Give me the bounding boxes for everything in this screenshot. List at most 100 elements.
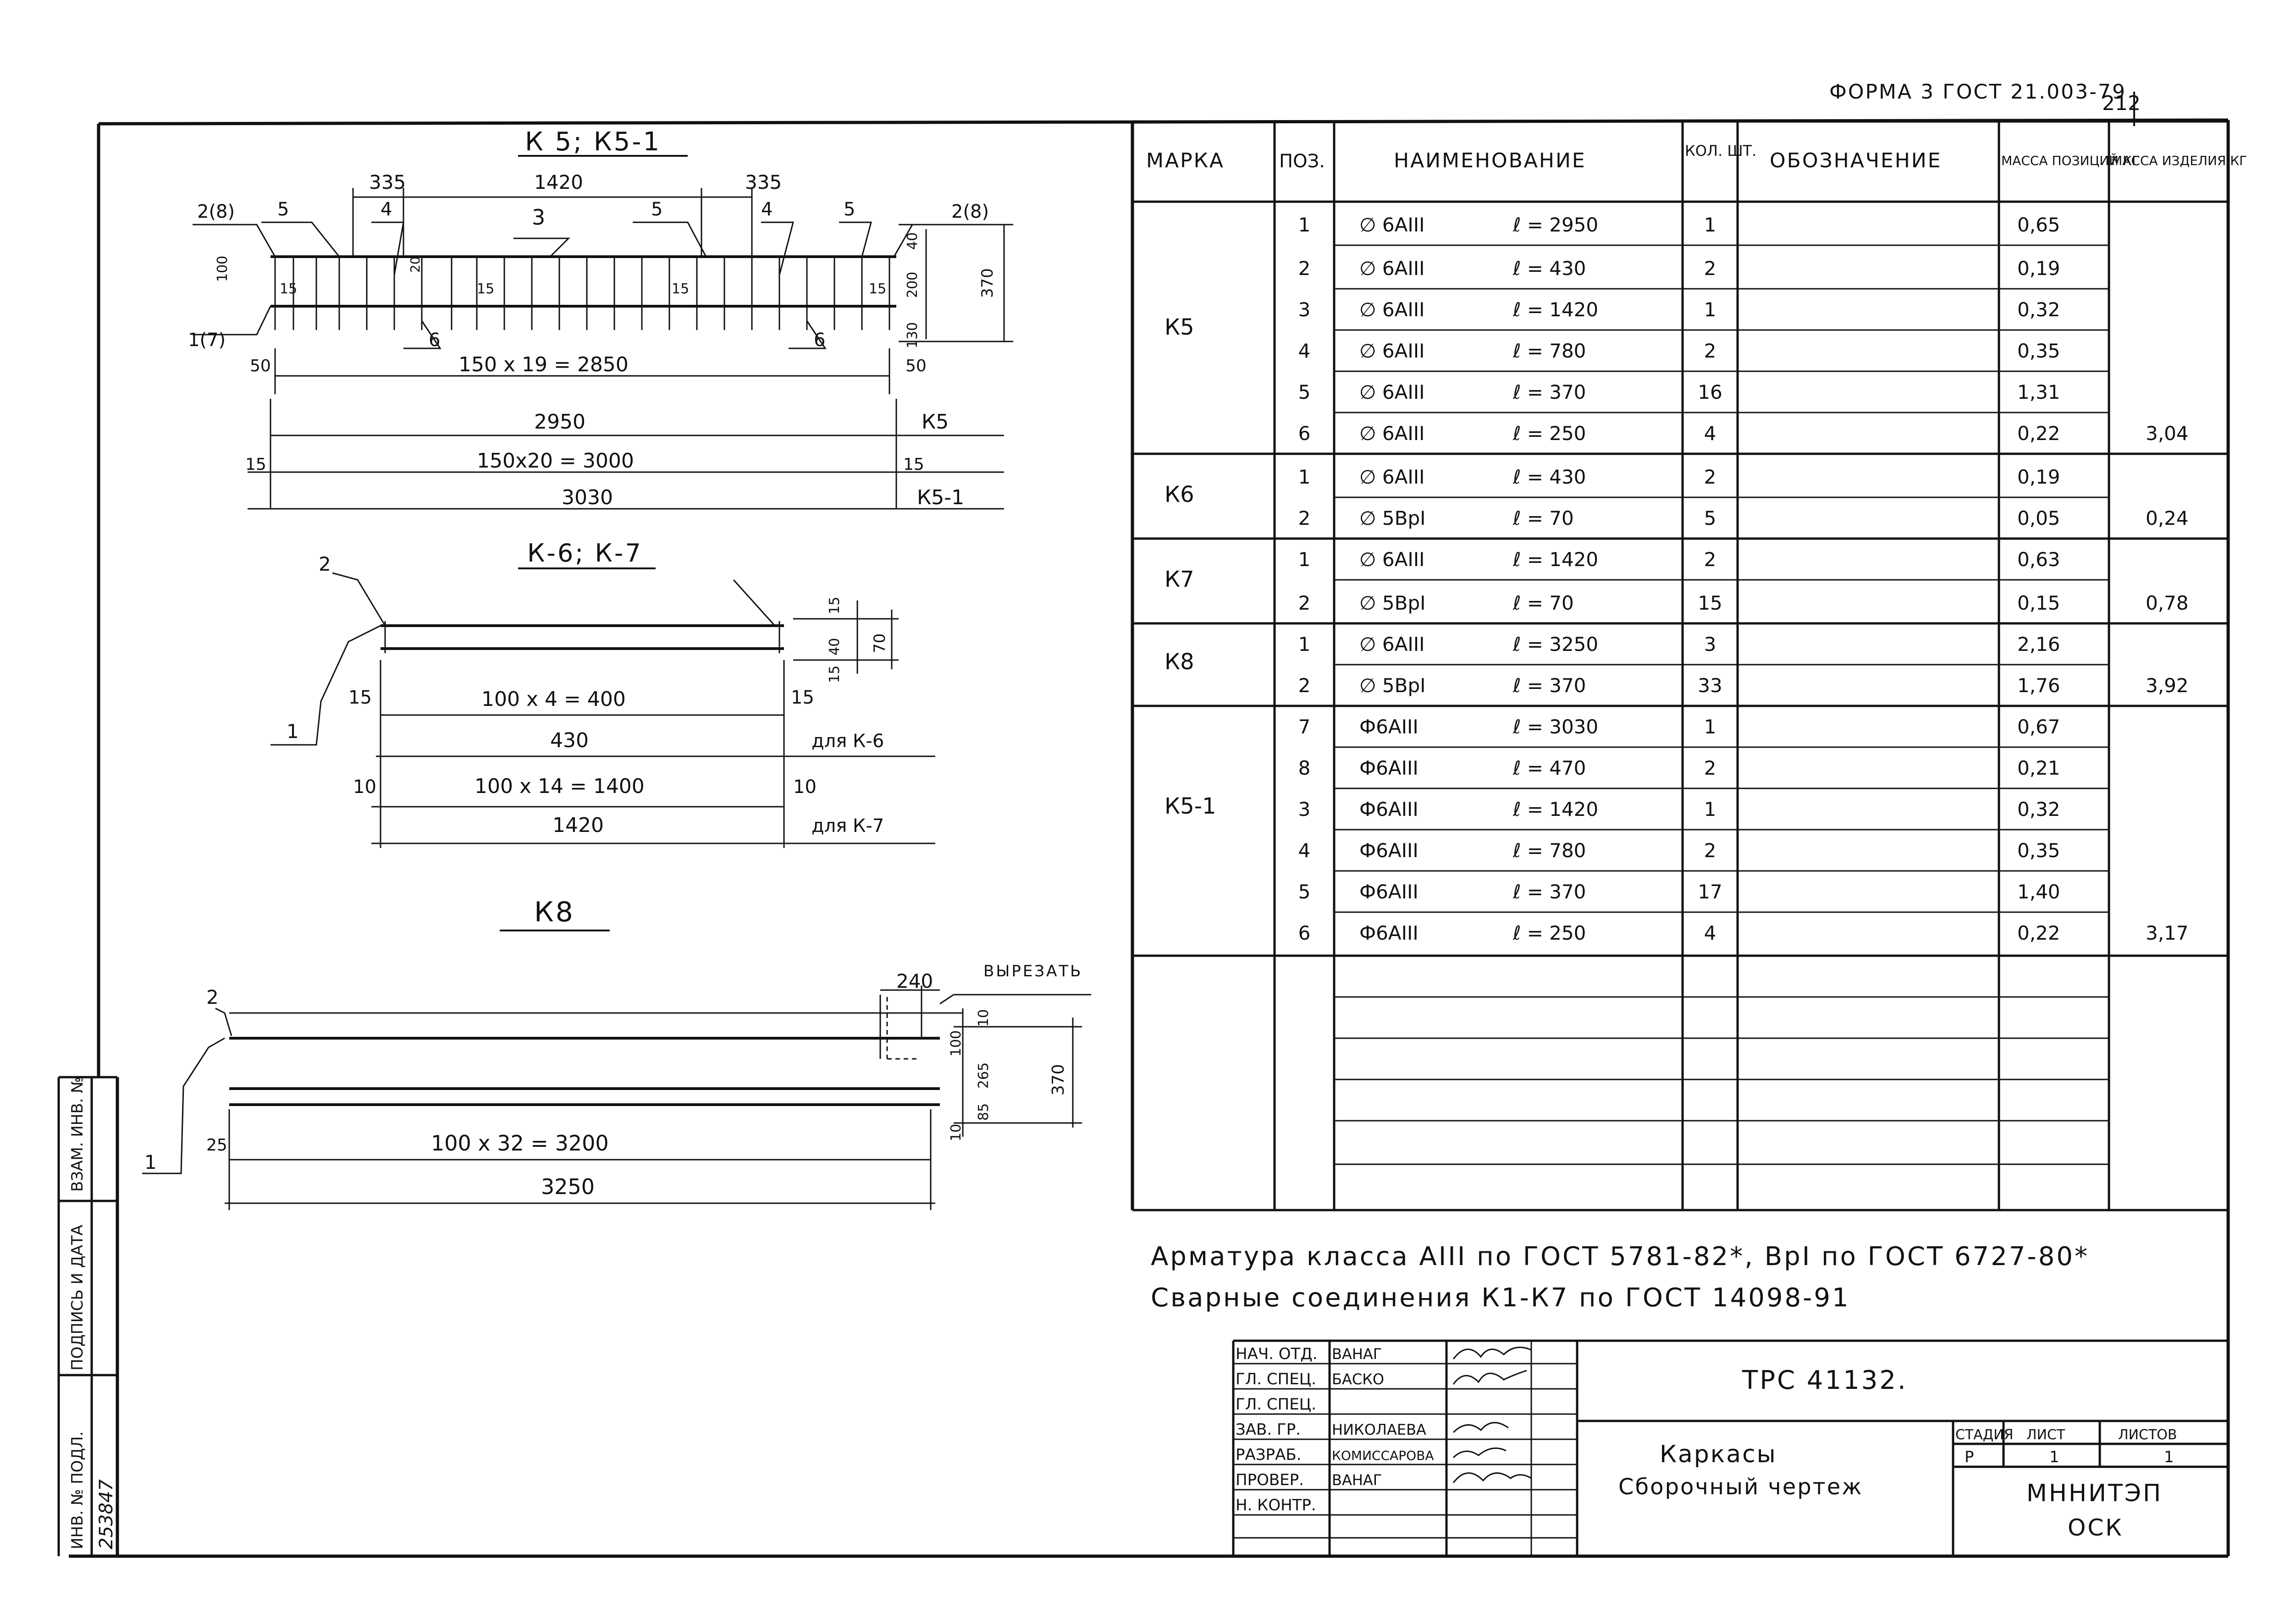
spec-bar: ∅ 6АIII <box>1359 214 1425 236</box>
spec-marka: К5-1 <box>1165 793 1216 819</box>
k6-v15b: 15 <box>827 666 843 683</box>
spec-poz: 1 <box>1298 466 1311 488</box>
drawing-k5: К 5; К5-1 335 1420 335 <box>188 127 1013 510</box>
k8-spacing: 100 x 32 = 3200 <box>431 1131 609 1156</box>
spec-total: 0,24 <box>2146 507 2189 529</box>
spec-total: 3,04 <box>2146 422 2189 445</box>
spec-marka: К7 <box>1165 567 1194 592</box>
k5-dim-370: 370 <box>978 268 997 298</box>
spec-qty: 2 <box>1704 757 1717 779</box>
th-massa-izd: МАССА ИЗДЕЛИЯ КГ <box>2111 153 2247 168</box>
k5-dim-15b: 15 <box>477 281 494 297</box>
spec-qty: 1 <box>1704 298 1717 321</box>
title-block: НАЧ. ОТД. ГЛ. СПЕЦ. ГЛ. СПЕЦ. ЗАВ. ГР. Р… <box>1232 1339 2228 1556</box>
stamp-podpis-data: ПОДПИСЬ И ДАТА <box>68 1225 87 1371</box>
k5-title: К 5; К5-1 <box>525 127 661 157</box>
spec-qty: 2 <box>1704 466 1717 488</box>
spec-poz: 2 <box>1298 507 1311 529</box>
drawing-k8: К8 ВЫРЕЗАТЬ 240 2 1 10 <box>142 896 1091 1210</box>
spec-mass: 1,31 <box>2017 381 2060 403</box>
th-poz: ПОЗ. <box>1279 151 1325 172</box>
tb-name-5: КОМИССАРОВА <box>1332 1448 1434 1463</box>
stamp-inv-podl: ИНВ. № ПОДЛ. <box>68 1431 87 1549</box>
spec-poz: 1 <box>1298 214 1311 236</box>
spec-poz: 8 <box>1298 757 1311 779</box>
spec-poz: 2 <box>1298 257 1311 280</box>
spec-bar: ∅ 6АIII <box>1359 466 1425 488</box>
spec-bar: ∅ 6АIII <box>1359 257 1425 280</box>
spec-mass: 0,32 <box>2017 298 2060 321</box>
spec-bar: ∅ 5ВрI <box>1359 592 1426 614</box>
notes: Арматура класса АIII по ГОСТ 5781-82*, В… <box>1151 1242 2087 1313</box>
spec-qty: 16 <box>1698 381 1722 403</box>
tb-list-h: ЛИСТ <box>2026 1427 2065 1443</box>
spec-qty: 15 <box>1698 592 1722 614</box>
tb-role-2: ГЛ. СПЕЦ. <box>1236 1370 1316 1388</box>
k5-end-right: 50 <box>905 357 927 375</box>
k5-dim-15c: 15 <box>672 281 689 297</box>
k8-title: К8 <box>534 896 575 928</box>
note-line-2: Сварные соединения К1-К7 по ГОСТ 14098-9… <box>1151 1283 1850 1313</box>
tb-role-6: ПРОВЕР. <box>1236 1471 1304 1489</box>
k7-total: 1420 <box>552 814 604 837</box>
k8-v370: 370 <box>1049 1064 1068 1096</box>
spec-mass: 2,16 <box>2017 633 2060 655</box>
spec-bar: ∅ 6АIII <box>1359 633 1425 655</box>
spec-qty: 5 <box>1704 507 1717 529</box>
spec-mass: 0,21 <box>2017 757 2060 779</box>
spec-bar: Ф6АIII <box>1359 798 1418 820</box>
spec-poz: 2 <box>1298 592 1311 614</box>
k7-end-right: 10 <box>793 776 817 798</box>
tb-name-2: БАСКО <box>1332 1371 1384 1388</box>
tb-role-4: ЗАВ. ГР. <box>1236 1420 1301 1439</box>
spec-mass: 0,05 <box>2017 507 2060 529</box>
k8-v10a: 10 <box>976 1009 992 1027</box>
spec-mass: 0,35 <box>2017 340 2060 362</box>
spec-poz: 3 <box>1298 798 1311 820</box>
k51-end-left: 15 <box>245 455 266 474</box>
k5-end-left: 50 <box>250 357 271 375</box>
tb-name-4: НИКОЛАЕВА <box>1332 1421 1426 1438</box>
spec-poz: 6 <box>1298 922 1311 944</box>
k5-dim-15d: 15 <box>869 281 886 297</box>
k8-call-2: 2 <box>206 986 219 1008</box>
spec-len: ℓ = 780 <box>1512 340 1586 362</box>
tb-list: 1 <box>2049 1448 2059 1466</box>
tb-name-1: ВАНАГ <box>1332 1345 1382 1363</box>
spec-bar: ∅ 6АIII <box>1359 422 1425 445</box>
spec-marka: К6 <box>1165 482 1194 507</box>
spec-qty: 4 <box>1704 422 1717 445</box>
spec-poz: 1 <box>1298 633 1311 655</box>
spec-len: ℓ = 1420 <box>1512 548 1598 571</box>
spec-mass: 0,65 <box>2017 214 2060 236</box>
k5-dim-200: 200 <box>905 272 921 298</box>
k5-call-2-8-right: 2(8) <box>951 201 989 222</box>
spec-qty: 2 <box>1704 340 1717 362</box>
k5-dim-335-left: 335 <box>369 171 406 193</box>
k8-v100: 100 <box>948 1030 964 1057</box>
spec-poz: 5 <box>1298 881 1311 903</box>
spec-total: 0,78 <box>2146 592 2189 614</box>
k5-call-1-7: 1(7) <box>188 330 226 351</box>
th-naim: НАИМЕНОВАНИЕ <box>1394 149 1586 172</box>
k6-total: 430 <box>550 729 589 752</box>
tb-sheet-title-1: Каркасы <box>1660 1441 1777 1468</box>
stamp-vzam-inv: ВЗАМ. ИНВ. № <box>68 1077 87 1192</box>
spec-len: ℓ = 2950 <box>1512 214 1598 236</box>
k5-call-5b: 5 <box>651 199 662 220</box>
k51-dim-total: 3030 <box>562 486 613 509</box>
spec-qty: 1 <box>1704 716 1717 738</box>
k8-v10b: 10 <box>948 1124 964 1141</box>
spec-len: ℓ = 3030 <box>1512 716 1598 738</box>
tb-stadia-h: СТАДИЯ <box>1955 1427 2014 1443</box>
spec-len: ℓ = 1420 <box>1512 798 1598 820</box>
left-stamp: ВЗАМ. ИНВ. № ПОДПИСЬ И ДАТА ИНВ. № ПОДЛ.… <box>57 1076 117 1556</box>
spec-len: ℓ = 780 <box>1512 839 1586 862</box>
k5-dim-100: 100 <box>215 256 231 282</box>
tb-role-7: Н. КОНТР. <box>1236 1496 1316 1514</box>
k5-dim-20: 20 <box>408 256 423 273</box>
k8-call-1: 1 <box>144 1151 157 1173</box>
k6-end-left: 15 <box>348 687 372 708</box>
tb-role-3: ГЛ. СПЕЦ. <box>1236 1395 1316 1414</box>
